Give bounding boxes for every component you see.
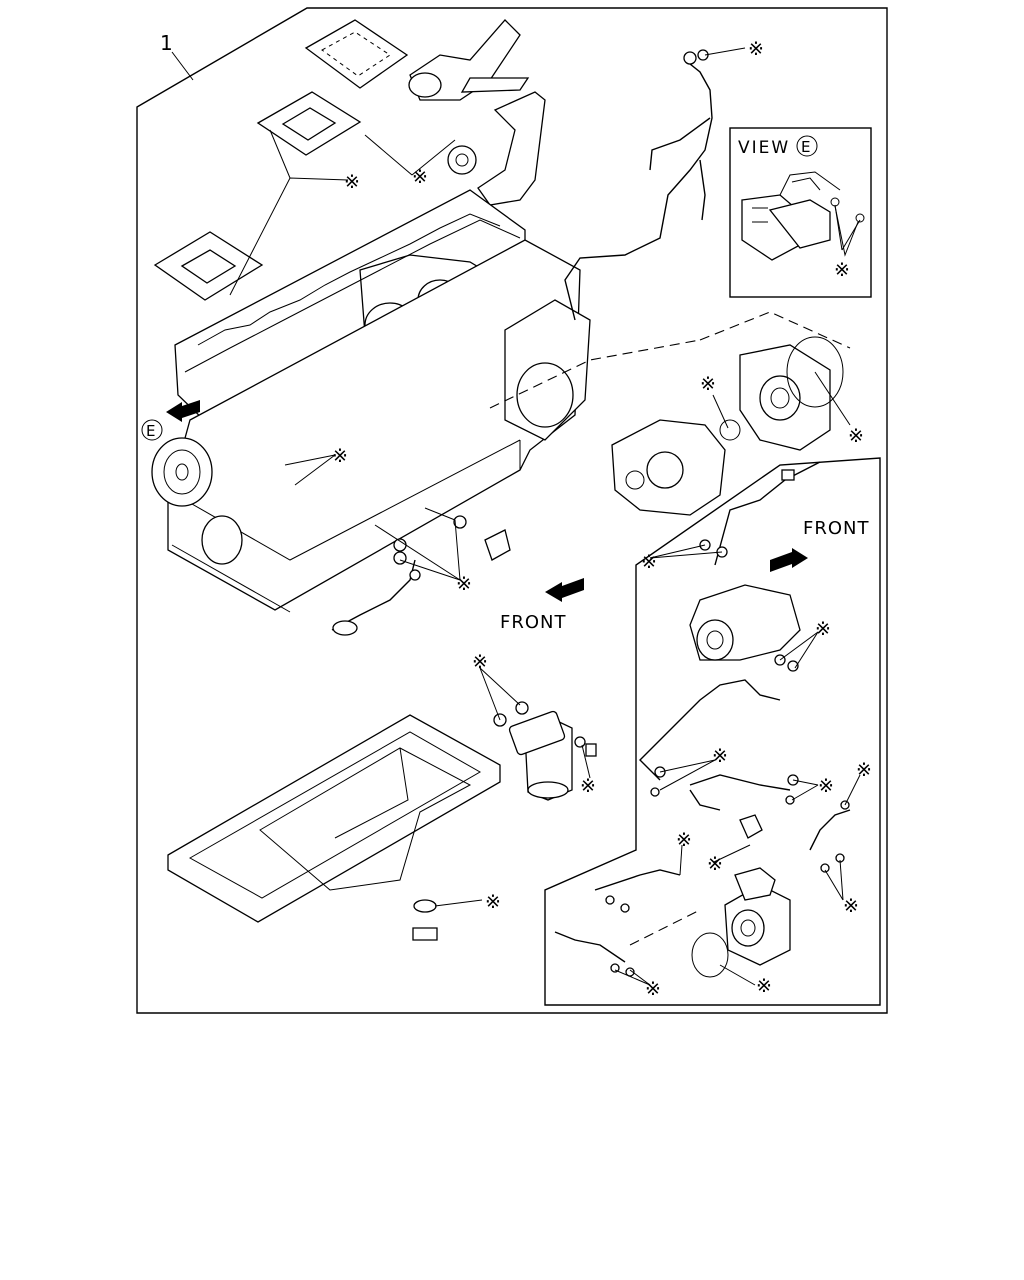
asterisk-marker: ※: [834, 259, 850, 281]
front-arrow-lower-icon: [545, 578, 584, 602]
water-pump-o-ring: [691, 932, 729, 978]
front-label-upper: FRONT: [803, 518, 870, 539]
egr-pipe: [447, 91, 546, 206]
water-pump: [724, 867, 791, 966]
crankshaft-pulley: [151, 437, 213, 507]
view-e-inset: VIEW E: [729, 127, 872, 298]
drain-plug-fitting: [424, 507, 511, 561]
pump-small-o-ring: [719, 419, 741, 441]
asterisk-callouts: ※ ※ ※ ※ ※ ※ ※ ※ ※ ※ ※ ※ ※ ※ ※ ※ ※ ※ ※ ※ …: [229, 38, 872, 1000]
injection-pump-flange: [739, 344, 831, 451]
bypass-pipe-left: [554, 869, 681, 977]
oil-jet-pipe: [331, 538, 421, 636]
timing-gear-housing: [504, 299, 591, 441]
asterisk-marker: ※: [818, 775, 834, 797]
oil-pan: [167, 714, 501, 923]
egr-valve: [408, 19, 530, 101]
asterisk-marker: ※: [641, 551, 657, 573]
coolant-fitting: [739, 814, 763, 839]
asterisk-marker: ※: [700, 373, 716, 395]
injection-pump: [611, 419, 726, 516]
intake-gasket-lower: [153, 231, 264, 301]
view-e-marker-letter: E: [146, 422, 155, 440]
oil-pan-drain-plug: [412, 899, 438, 941]
callout-leader-1: [171, 51, 194, 81]
oil-filter: [493, 701, 597, 801]
pump-flange-o-ring: [786, 336, 844, 408]
view-e-marker-circle: [141, 419, 163, 441]
asterisk-marker: ※: [485, 891, 501, 913]
fuel-return-pipe: [564, 49, 713, 321]
view-e-arrow-icon: [166, 400, 200, 422]
rear-seal-bore: [201, 515, 243, 565]
asterisk-marker: ※: [712, 745, 728, 767]
asterisk-marker: ※: [843, 895, 859, 917]
kit-boundary: [136, 7, 888, 1014]
callout-number-1: 1: [160, 31, 173, 55]
asterisk-marker: ※: [412, 166, 428, 188]
egr-cooler: [689, 584, 801, 672]
asterisk-marker: ※: [756, 975, 772, 997]
asterisk-marker: ※: [472, 651, 488, 673]
turbo-oil-return-pipe: [689, 774, 799, 811]
asterisk-marker: ※: [676, 829, 692, 851]
asterisk-marker: ※: [748, 38, 764, 60]
inset-dashed-leader: [629, 909, 701, 946]
view-e-label: VIEW: [738, 138, 790, 158]
view-e-letter: E: [801, 138, 810, 156]
asterisk-marker: ※: [848, 425, 864, 447]
asterisk-marker: ※: [456, 573, 472, 595]
intake-cover-plate: [304, 19, 409, 89]
asterisk-marker: ※: [815, 618, 831, 640]
intake-gasket-upper: [256, 91, 362, 156]
egr-cooler-inset: [544, 457, 881, 1006]
bypass-pipe-right: [809, 800, 851, 873]
asterisk-marker: ※: [580, 775, 596, 797]
front-label-lower: FRONT: [500, 612, 567, 633]
connection-leader: [489, 339, 701, 409]
asterisk-marker: ※: [332, 445, 348, 467]
front-arrow-upper-icon: [770, 548, 808, 572]
asterisk-marker: ※: [856, 759, 872, 781]
asterisk-marker: ※: [645, 978, 661, 1000]
asterisk-marker: ※: [344, 171, 360, 193]
connection-leader-2: [699, 311, 851, 349]
asterisk-marker: ※: [707, 853, 723, 875]
